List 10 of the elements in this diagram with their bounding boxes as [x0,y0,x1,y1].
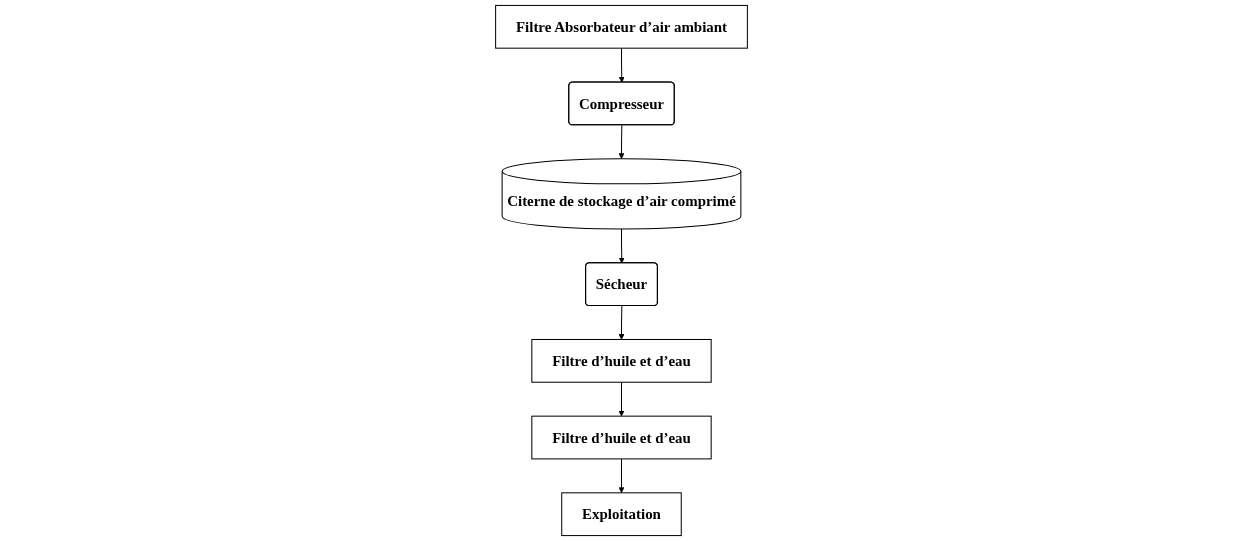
arrow [618,381,625,417]
node-box: Filtre Absorbateur d’air ambiant [495,4,748,49]
arrow [618,458,625,494]
arrow [618,47,625,83]
node-box: Filtre d’huile et d’eau [531,415,712,460]
arrow [618,305,625,340]
arrow [618,124,625,160]
node-box: Filtre d’huile et d’eau [531,338,712,383]
node-box: Exploitation [561,492,682,537]
arrow [618,228,625,264]
